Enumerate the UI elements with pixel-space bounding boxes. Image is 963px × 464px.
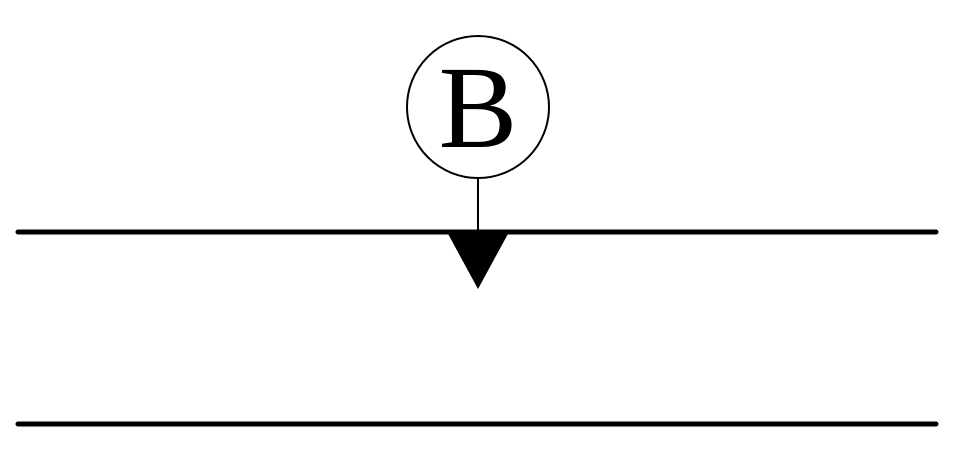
marker-label: B [439,42,518,173]
down-triangle-marker [447,232,509,289]
